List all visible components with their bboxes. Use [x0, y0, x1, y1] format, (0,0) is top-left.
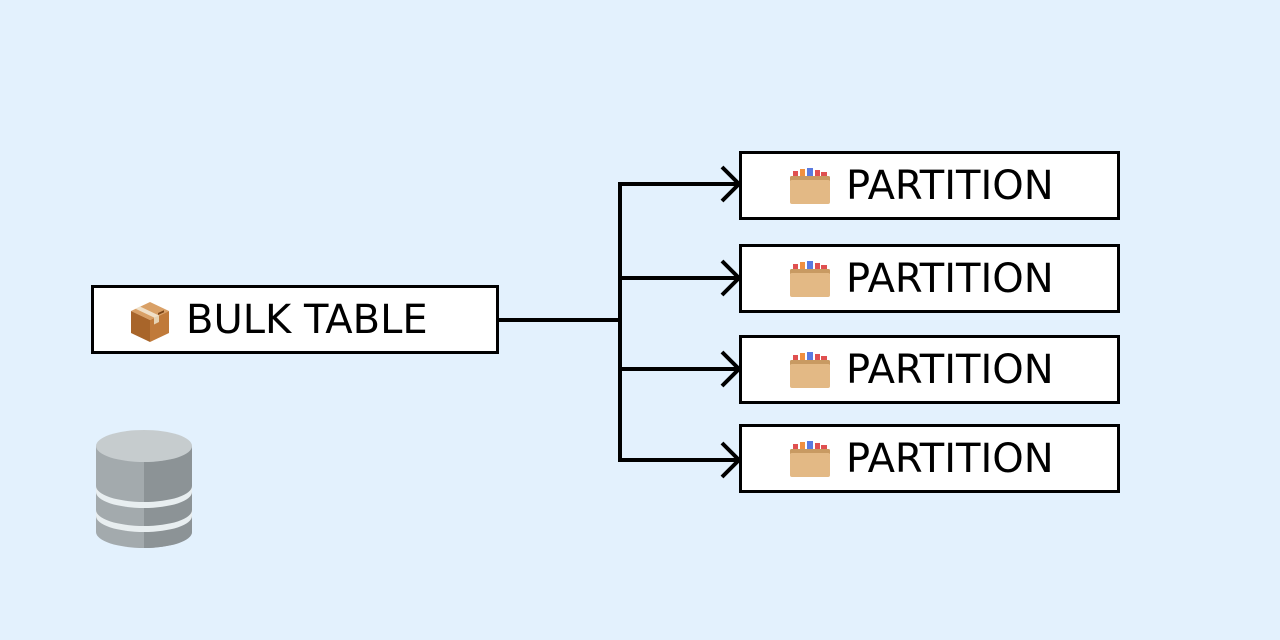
arrow-3	[618, 350, 742, 388]
package-icon	[128, 300, 172, 342]
partition-label: PARTITION	[846, 435, 1054, 482]
card-file-box-icon	[788, 439, 832, 479]
card-file-box-icon	[788, 166, 832, 206]
partition-label: PARTITION	[846, 255, 1054, 302]
card-file-box-icon	[788, 350, 832, 390]
bulk-table-label: BULK TABLE	[186, 296, 428, 343]
card-file-box-icon	[788, 259, 832, 299]
partition-node-4: PARTITION	[739, 424, 1120, 493]
arrow-1	[618, 165, 742, 203]
partition-node-1: PARTITION	[739, 151, 1120, 220]
arrow-4	[618, 441, 742, 479]
arrow-2	[618, 259, 742, 297]
partition-node-2: PARTITION	[739, 244, 1120, 313]
partition-label: PARTITION	[846, 162, 1054, 209]
partition-node-3: PARTITION	[739, 335, 1120, 404]
database-icon	[96, 430, 192, 548]
bulk-table-node: BULK TABLE	[91, 285, 499, 354]
partition-label: PARTITION	[846, 346, 1054, 393]
